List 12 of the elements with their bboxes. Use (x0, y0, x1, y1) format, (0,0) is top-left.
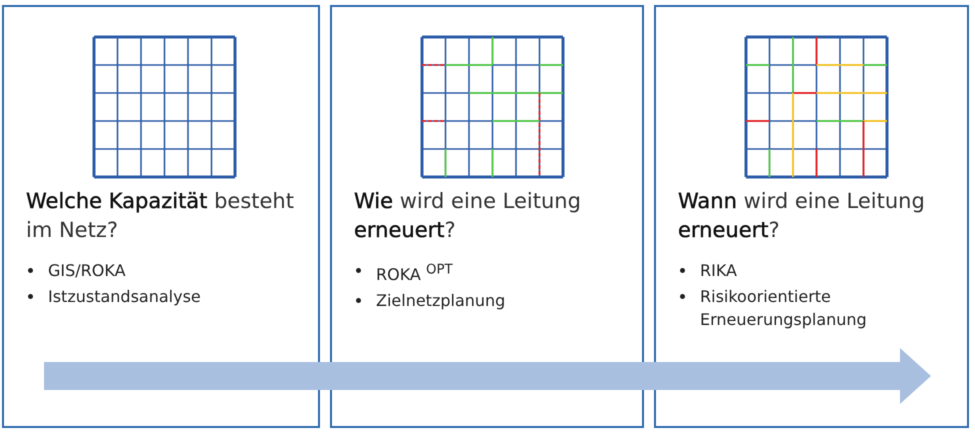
question-heading: Welche Kapazität besteht im Netz? (26, 188, 295, 244)
bullet-item: Istzustandsanalyse (48, 287, 201, 306)
panel (2, 5, 320, 428)
question-heading: Wie wird eine Leitung erneuert? (354, 188, 582, 244)
panel (330, 5, 644, 428)
panel (654, 5, 969, 428)
bullet-item: Risikoorientierte Erneuerungsplanung (700, 287, 867, 329)
bullet-item: ROKA $^{OPT}$ (376, 265, 453, 284)
bullet-item: RIKA (700, 261, 737, 280)
bullet-item: Zielnetzplanung (376, 291, 506, 310)
bullet-item: GIS/ROKA (48, 261, 126, 280)
question-heading: Wann wird eine Leitung erneuert? (678, 188, 926, 244)
